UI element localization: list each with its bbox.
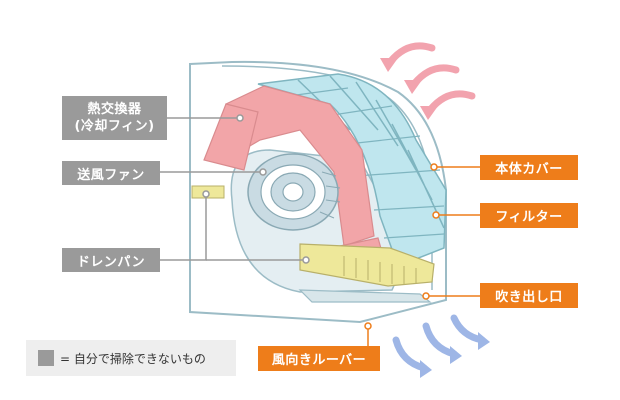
filter-shape: [257, 73, 447, 267]
legend-text: = 自分で掃除できないもの: [60, 351, 206, 366]
label-fan: 送風ファン: [62, 161, 160, 185]
label-outlet: 吹き出し口: [480, 283, 578, 308]
legend: = 自分で掃除できないもの: [26, 340, 236, 376]
label-filter: フィルター: [480, 203, 578, 228]
label-heat-exchanger-line2: (冷却フィン): [74, 119, 155, 134]
label-louver: 風向きルーバー: [258, 346, 380, 371]
label-drain-pan: ドレンパン: [62, 248, 160, 272]
label-body-cover: 本体カバー: [480, 155, 578, 180]
legend-swatch: [38, 350, 54, 366]
gray-leader-lines: [160, 114, 310, 264]
orange-leader-lines: [364, 163, 480, 346]
label-heat-exchanger-line1: 熱交換器: [87, 102, 142, 117]
drain-pan-shape: [299, 243, 435, 287]
louver-shape: [298, 289, 432, 303]
fan-shape: [247, 153, 341, 231]
air-outlet-arrows: [392, 314, 490, 378]
label-heat-exchanger: 熱交換器 (冷却フィン): [62, 96, 167, 140]
air-intake-arrows: [380, 42, 476, 120]
